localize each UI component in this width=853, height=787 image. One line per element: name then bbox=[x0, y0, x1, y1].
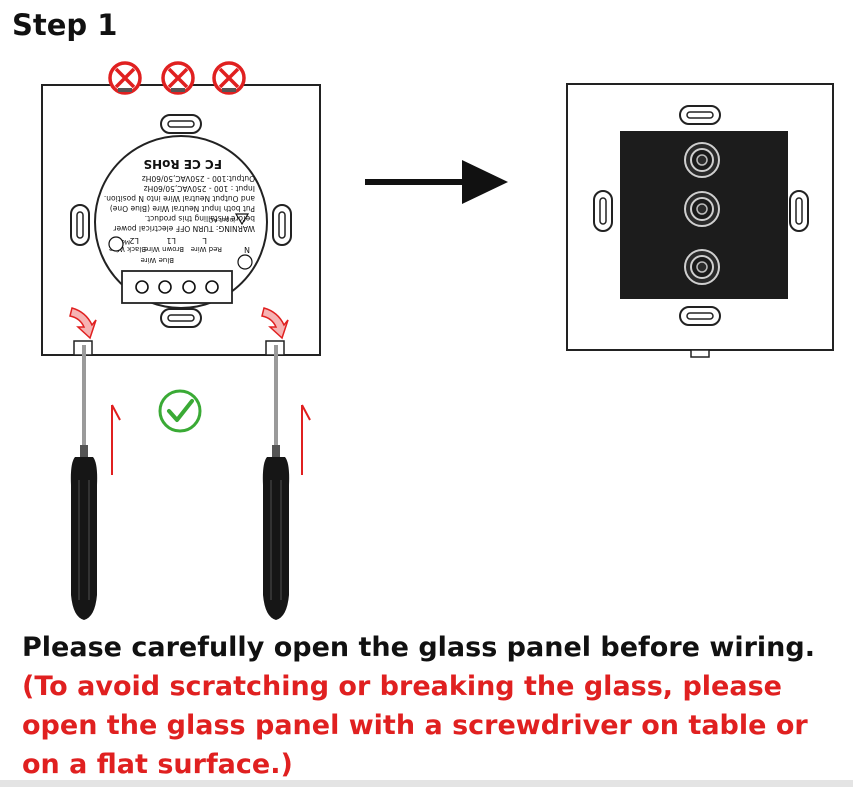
step-title: Step 1 bbox=[12, 8, 118, 42]
svg-text:N: N bbox=[244, 245, 250, 254]
svg-text:Blue Wire: Blue Wire bbox=[141, 256, 174, 264]
module-warning-text: WARNING: TURN OFF electrical power befor… bbox=[104, 157, 255, 233]
svg-text:Put both Input Neutral Wire (B: Put both Input Neutral Wire (Blue One) bbox=[110, 204, 255, 213]
checkmark-icon bbox=[158, 389, 202, 433]
prohibited-icon-3 bbox=[212, 61, 246, 95]
warning-triangle-icon bbox=[234, 213, 250, 226]
screwdriver-icon-left bbox=[69, 344, 99, 621]
svg-text:and Output Neutral Wire into N: and Output Neutral Wire into N position. bbox=[104, 194, 255, 203]
pry-arrow-icon-left bbox=[69, 307, 97, 340]
arrow-up-icon-left bbox=[111, 404, 121, 475]
prohibited-icon-1 bbox=[108, 61, 142, 95]
pry-arrow-icon-right bbox=[261, 307, 289, 340]
svg-text:Brown Wire: Brown Wire bbox=[144, 245, 184, 253]
svg-text:before installing this product: before installing this product. bbox=[145, 214, 255, 223]
svg-text:Black Wire: Black Wire bbox=[109, 245, 146, 253]
arrow-right-icon bbox=[365, 160, 508, 204]
svg-text:Output:100 - 250VAC,50/60Hz: Output:100 - 250VAC,50/60Hz bbox=[142, 174, 255, 183]
svg-text:WARNING: TURN OFF electrical p: WARNING: TURN OFF electrical power bbox=[112, 224, 255, 233]
svg-text:L2: L2 bbox=[129, 236, 139, 245]
control-module: WARNING: TURN OFF electrical power befor… bbox=[94, 135, 268, 309]
prohibited-icon-2 bbox=[161, 61, 195, 95]
caption-note: (To avoid scratching or breaking the gla… bbox=[22, 671, 808, 780]
motor-icon bbox=[108, 236, 124, 252]
footer-divider bbox=[0, 780, 853, 787]
arrow-up-icon-right bbox=[301, 404, 311, 475]
svg-text:Red Wire: Red Wire bbox=[191, 245, 222, 253]
caption-main: Please carefully open the glass panel be… bbox=[22, 632, 815, 663]
svg-text:Input AC: Input AC bbox=[209, 216, 235, 223]
svg-text:L1: L1 bbox=[166, 236, 176, 245]
screwdriver-icon-right bbox=[261, 344, 291, 621]
svg-text:Input : 100 - 250VAC,50/60Hz: Input : 100 - 250VAC,50/60Hz bbox=[144, 184, 255, 193]
input-icon bbox=[237, 254, 253, 270]
svg-text:FC CE RoHS: FC CE RoHS bbox=[143, 157, 222, 171]
instruction-caption: Please carefully open the glass panel be… bbox=[22, 628, 842, 784]
switch-frame-open bbox=[566, 83, 834, 358]
svg-text:L: L bbox=[202, 236, 207, 245]
